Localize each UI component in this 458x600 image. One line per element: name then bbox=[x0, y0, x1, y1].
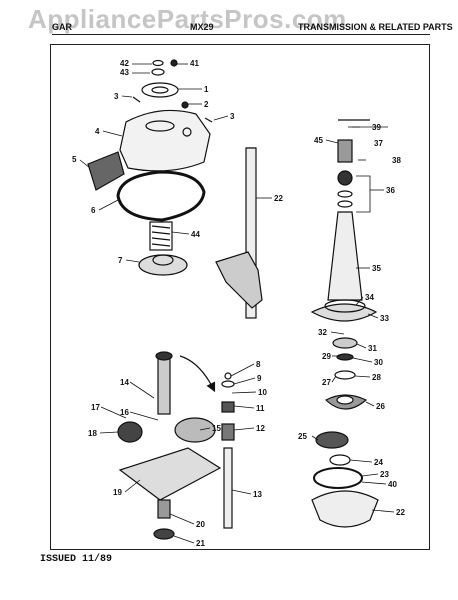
part-screw-42 bbox=[170, 59, 178, 67]
part-washer-44 bbox=[151, 68, 165, 76]
part-shaft-22 bbox=[245, 147, 257, 319]
part-gasket-6 bbox=[116, 170, 206, 222]
callout-35: 34 bbox=[365, 293, 374, 302]
part-ring-24 bbox=[313, 467, 363, 489]
header-model: MX29 bbox=[190, 22, 214, 32]
callout-38: 37 bbox=[374, 139, 383, 148]
callout-18: 18 bbox=[88, 429, 97, 438]
part-crank-arm bbox=[215, 251, 263, 309]
callout-2: 2 bbox=[204, 100, 209, 109]
part-bearing-32 bbox=[332, 337, 358, 349]
part-gear-15 bbox=[174, 417, 216, 443]
callout-26: 25 bbox=[298, 432, 307, 441]
part-clip-38 bbox=[337, 139, 353, 163]
callout-22: 22 bbox=[274, 194, 283, 203]
part-washer-9 bbox=[221, 380, 235, 388]
part-bracket-5 bbox=[87, 151, 125, 191]
callout-15: 15 bbox=[212, 424, 221, 433]
callout-24: 23 bbox=[380, 470, 389, 479]
callout-36: 35 bbox=[372, 264, 381, 273]
callout-42: 41 bbox=[190, 59, 199, 68]
callout-25: 24 bbox=[374, 458, 383, 467]
part-spring-45 bbox=[151, 225, 171, 247]
part-spin-tube-36 bbox=[327, 211, 363, 301]
callout-41: 40 bbox=[388, 480, 397, 489]
header-rule bbox=[52, 34, 430, 35]
callout-16: 16 bbox=[120, 408, 129, 417]
header-section-title: TRANSMISSION & RELATED PARTS bbox=[298, 22, 453, 32]
header-brand: GAR bbox=[52, 22, 72, 32]
part-bushing-11 bbox=[221, 401, 235, 413]
part-plate-1 bbox=[141, 82, 179, 98]
callout-9: 9 bbox=[257, 374, 262, 383]
callout-45: 44 bbox=[191, 230, 200, 239]
callout-14: 14 bbox=[120, 378, 129, 387]
part-pinion-shaft bbox=[157, 353, 171, 415]
part-seal-26 bbox=[315, 431, 349, 449]
part-seal-21 bbox=[153, 528, 175, 540]
callout-31: 30 bbox=[374, 358, 383, 367]
part-gear-18 bbox=[117, 421, 143, 443]
callout-32: 31 bbox=[368, 344, 377, 353]
callout-33: 32 bbox=[318, 328, 327, 337]
diagram-frame bbox=[50, 44, 430, 550]
part-washer-43 bbox=[152, 59, 164, 67]
callout-19: 19 bbox=[113, 488, 122, 497]
callout-21: 21 bbox=[196, 539, 205, 548]
callout-12: 12 bbox=[256, 424, 265, 433]
callout-23: 22 bbox=[396, 508, 405, 517]
callout-43: 42 bbox=[120, 59, 129, 68]
callout-3-right: 3 bbox=[230, 112, 235, 121]
callout-20: 20 bbox=[196, 520, 205, 529]
callout-4: 4 bbox=[95, 127, 100, 136]
part-cover-4 bbox=[119, 109, 211, 172]
callout-7: 7 bbox=[118, 256, 123, 265]
part-screw-2 bbox=[181, 101, 189, 109]
callout-40: 39 bbox=[372, 123, 381, 132]
callout-13: 13 bbox=[253, 490, 262, 499]
callout-5: 5 bbox=[72, 155, 77, 164]
callout-44: 43 bbox=[120, 68, 129, 77]
part-washer-25 bbox=[329, 454, 351, 466]
callout-46: 45 bbox=[314, 136, 323, 145]
callout-1: 1 bbox=[204, 85, 209, 94]
part-ring-29 bbox=[334, 370, 356, 380]
watermark-text: AppliancePartsPros.com bbox=[28, 4, 347, 34]
callout-28: 27 bbox=[322, 378, 331, 387]
callout-3-left: 3 bbox=[114, 92, 119, 101]
part-base-23 bbox=[311, 490, 379, 528]
issued-date: ISSUED 11/89 bbox=[40, 554, 113, 565]
callout-27: 26 bbox=[376, 402, 385, 411]
callout-30: 29 bbox=[322, 352, 331, 361]
callout-39: 38 bbox=[392, 156, 401, 165]
callout-10: 10 bbox=[258, 388, 267, 397]
callout-37: 36 bbox=[386, 186, 395, 195]
part-spring-12 bbox=[221, 423, 235, 441]
callout-34: 33 bbox=[380, 314, 389, 323]
part-shaft-13 bbox=[223, 447, 233, 529]
part-nut-8 bbox=[224, 372, 232, 380]
part-ring-37a bbox=[337, 170, 353, 186]
callout-6: 6 bbox=[91, 206, 96, 215]
part-gearcase-19 bbox=[118, 447, 222, 501]
part-seal-31 bbox=[336, 353, 354, 361]
callout-29: 28 bbox=[372, 373, 381, 382]
callout-17: 17 bbox=[91, 403, 100, 412]
callout-11: 11 bbox=[256, 404, 265, 413]
callout-8: 8 bbox=[256, 360, 261, 369]
